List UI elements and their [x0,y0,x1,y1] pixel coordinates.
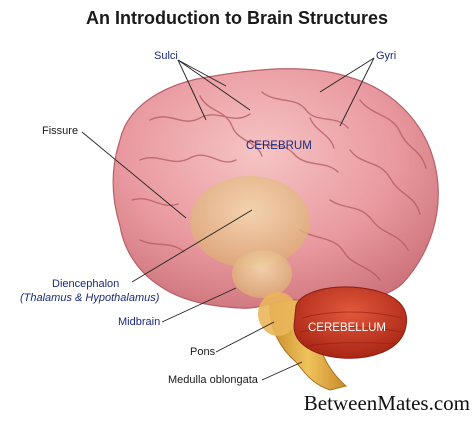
label-diencephalon-sub: (Thalamus & Hypothalamus) [20,292,160,304]
label-midbrain: Midbrain [118,316,161,328]
leader-lines [81,57,375,381]
cortex-folds [131,91,427,281]
diencephalon-shape [190,176,310,268]
label-pons: Pons [190,346,216,358]
label-diencephalon: Diencephalon [52,278,120,290]
midbrain-shape [232,250,292,298]
label-medulla: Medulla oblongata [168,374,258,386]
cerebellum-folia [299,311,403,347]
label-cerebrum: CEREBRUM [246,140,312,152]
diagram-title: An Introduction to Brain Structures [85,8,388,28]
watermark: BetweenMates.com [303,391,470,415]
label-cerebellum: CEREBELLUM [308,322,386,334]
label-fissure: Fissure [42,125,79,137]
label-sulci: Sulci [154,50,178,62]
cerebellum-shape [293,286,408,359]
pons-shape [258,292,298,336]
label-gyri: Gyri [376,50,397,62]
